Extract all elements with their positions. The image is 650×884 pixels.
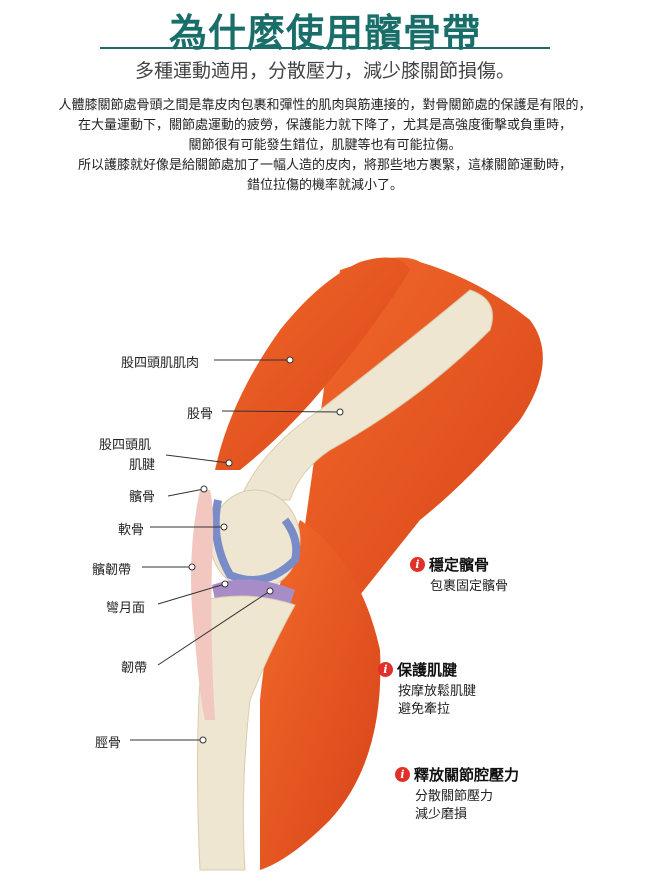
label-meniscus: 彎月面 bbox=[106, 601, 146, 616]
feature-line: 包裹固定髕骨 bbox=[430, 579, 509, 594]
label-ligament: 韌帶 bbox=[121, 661, 148, 676]
feature-line: 避免牽拉 bbox=[398, 702, 451, 717]
feature-stabilize-patella: i 穩定髕骨 包裹固定髕骨 bbox=[410, 554, 508, 596]
feature-release-pressure: i 釋放關節腔壓力 分散關節壓力減少磨損 bbox=[395, 764, 519, 824]
subtitle: 多種運動適用，分散壓力，減少膝關節損傷。 bbox=[134, 60, 515, 82]
title-divider bbox=[100, 47, 550, 49]
label-quadriceps-tendon-2: 肌腱 bbox=[129, 458, 156, 473]
label-cartilage: 軟骨 bbox=[118, 523, 145, 538]
label-femur: 股骨 bbox=[187, 407, 214, 422]
intro-text: 人體膝關節處骨頭之間是靠皮肉包裹和彈性的肌肉與筋連接的，對骨關節處的保護是有限的… bbox=[0, 96, 650, 196]
label-patella: 髕骨 bbox=[129, 490, 156, 505]
feature-line: 按摩放鬆肌腱 bbox=[398, 684, 477, 699]
hamstring-muscle bbox=[300, 257, 543, 620]
label-tibia: 脛骨 bbox=[95, 736, 122, 751]
intro-line: 所以護膝就好像是給關節處加了一幅人造的皮肉，將那些地方裹緊，這樣關節運動時， bbox=[77, 158, 572, 173]
label-quadriceps-tendon-1: 股四頭肌 bbox=[99, 438, 152, 453]
intro-line: 錯位拉傷的機率就減小了。 bbox=[246, 178, 403, 193]
cartilage-shape bbox=[211, 499, 301, 584]
info-icon: i bbox=[395, 767, 410, 782]
label-quadriceps-muscle: 股四頭肌肌肉 bbox=[121, 356, 200, 371]
femur-bone bbox=[239, 289, 493, 501]
patellar-ligament-shape bbox=[191, 490, 215, 720]
feature-protect-tendon: i 保護肌腱 按摩放鬆肌腱避免牽拉 bbox=[378, 659, 476, 719]
leader-lines bbox=[130, 356, 344, 744]
quadriceps-muscle bbox=[215, 257, 410, 470]
feature-title: 保護肌腱 bbox=[397, 661, 458, 679]
intro-line: 在大量運動下，關節處運動的疲勞，保護能力就下降了，尤其是高強度衝擊或負重時， bbox=[77, 118, 572, 133]
info-icon: i bbox=[410, 557, 425, 572]
meniscus-shape bbox=[212, 579, 295, 605]
intro-line: 人體膝關節處骨頭之間是靠皮肉包裹和彈性的肌肉與筋連接的，對骨關節處的保護是有限的… bbox=[58, 98, 592, 113]
femur-condyle bbox=[209, 489, 301, 591]
feature-title: 釋放關節腔壓力 bbox=[414, 766, 520, 784]
intro-line: 關節很有可能發生錯位，肌腱等也有可能拉傷。 bbox=[188, 138, 462, 153]
info-icon: i bbox=[378, 662, 393, 677]
feature-line: 減少磨損 bbox=[415, 807, 468, 822]
label-patellar-ligament: 髕韌帶 bbox=[92, 563, 132, 578]
feature-line: 分散關節壓力 bbox=[415, 789, 494, 804]
feature-title: 穩定髕骨 bbox=[429, 556, 490, 574]
